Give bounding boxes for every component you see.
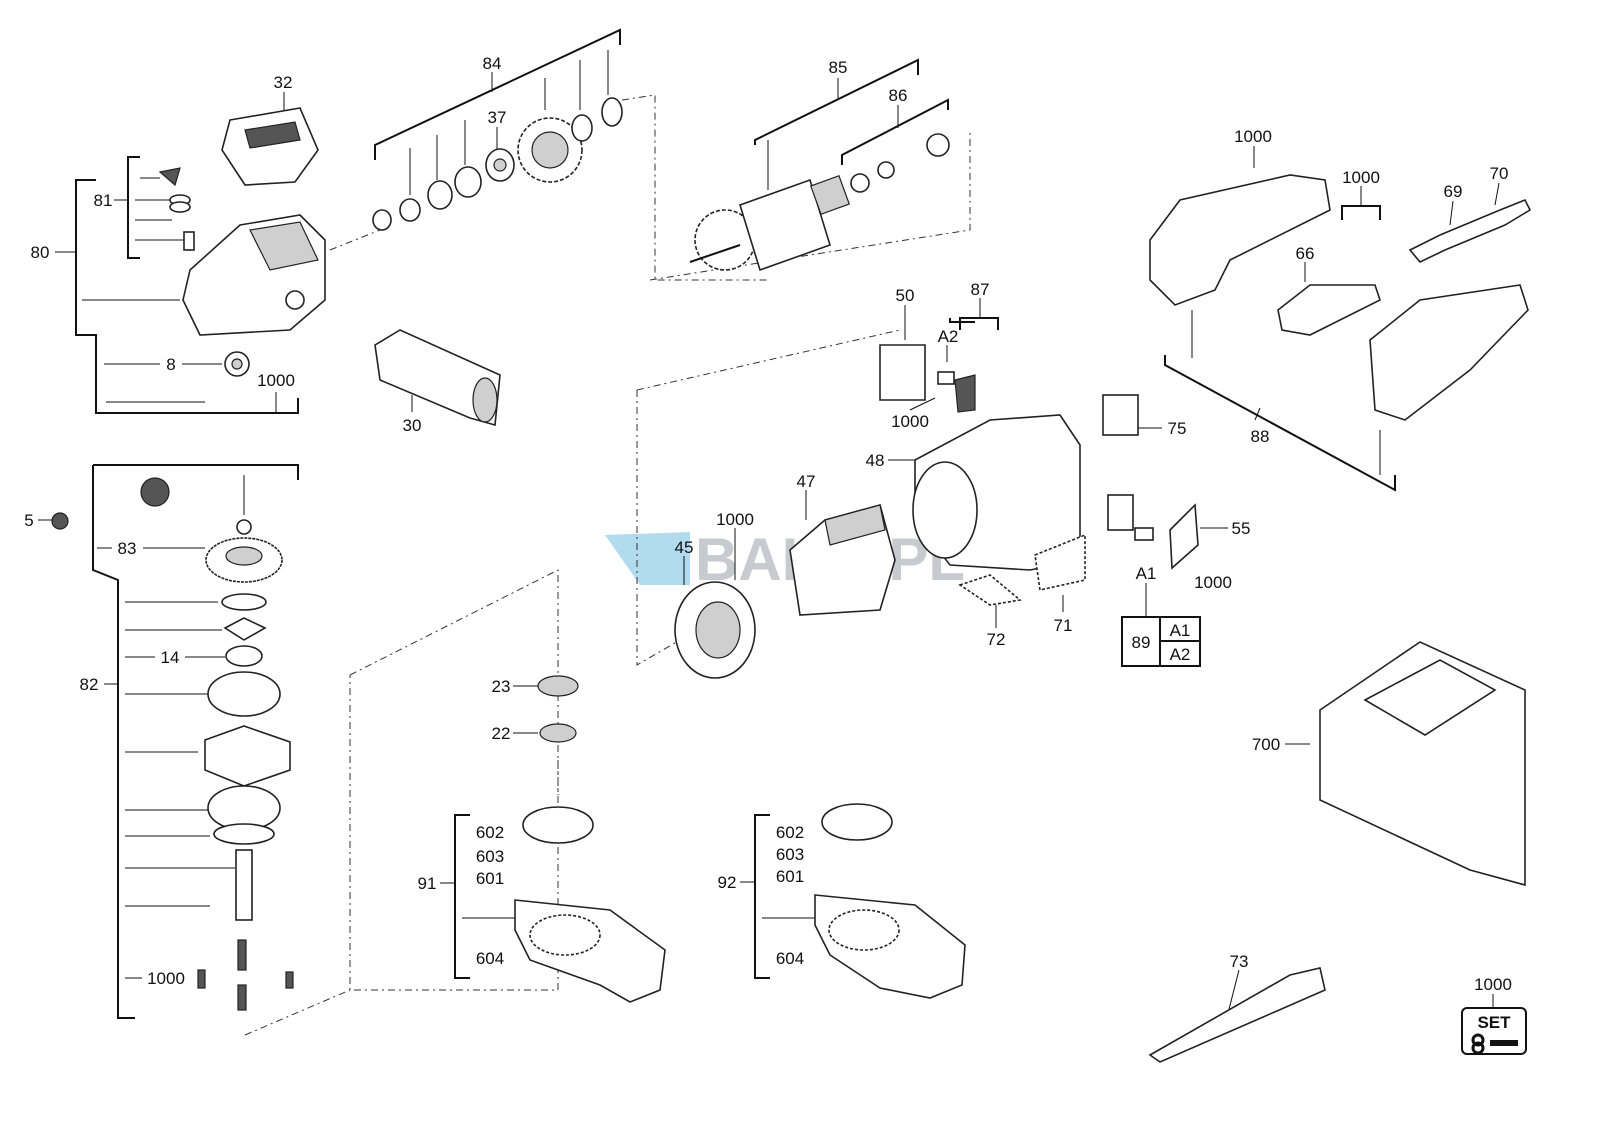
part-side-handle xyxy=(374,329,501,427)
part-guard-92 xyxy=(814,803,966,999)
callout-label: 1000 xyxy=(1474,975,1512,994)
part-motor-housing xyxy=(912,414,1081,571)
part-labels-71-72 xyxy=(958,533,1086,606)
callout-label: 87 xyxy=(971,280,990,299)
part-guard-91 xyxy=(514,806,666,1003)
part-rear-handle xyxy=(1149,174,1529,421)
callout-label: 1000 xyxy=(1194,573,1232,592)
callout-label: 45 xyxy=(675,538,694,557)
callout-label: 1000 xyxy=(1342,168,1380,187)
part-bearing-8 xyxy=(224,351,250,377)
callout-label: 84 xyxy=(483,54,502,73)
part-armature xyxy=(689,133,950,272)
watermark-logo: BAKO.PL xyxy=(605,526,965,593)
part-stator xyxy=(789,504,896,616)
callout-label: 88 xyxy=(1251,427,1270,446)
part-spindle-lock xyxy=(158,167,195,251)
callout-label: 601 xyxy=(776,867,804,886)
kit-item: A1 xyxy=(1170,621,1191,640)
callout-label: 604 xyxy=(476,949,504,968)
callout-label: 70 xyxy=(1490,164,1509,183)
part-carry-case xyxy=(1319,641,1526,887)
callout-label: 75 xyxy=(1168,419,1187,438)
kit-number: 89 xyxy=(1132,633,1151,652)
set-label: SET xyxy=(1477,1013,1511,1032)
callout-label: 603 xyxy=(476,847,504,866)
callout-label: 86 xyxy=(889,86,908,105)
part-switch xyxy=(1277,284,1381,336)
part-cable xyxy=(1408,198,1532,263)
assembly-lines xyxy=(244,94,971,1036)
callout-label: 601 xyxy=(476,869,504,888)
part-brush-holder xyxy=(879,344,976,413)
callout-label: 48 xyxy=(866,451,885,470)
brush-kit-box: 89 A1 A2 xyxy=(1121,616,1201,667)
callout-label: A2 xyxy=(938,327,959,346)
part-spindle-stack xyxy=(197,593,294,1011)
callout-label: 71 xyxy=(1054,616,1073,635)
callout-label: 55 xyxy=(1232,519,1251,538)
callout-label: 1000 xyxy=(891,412,929,431)
callout-label: 602 xyxy=(476,823,504,842)
kit-item: A2 xyxy=(1170,645,1191,664)
callout-label: 47 xyxy=(797,472,816,491)
callout-label: 5 xyxy=(24,511,33,530)
callout-label: 23 xyxy=(492,677,511,696)
callout-label: 30 xyxy=(403,416,422,435)
callout-brackets xyxy=(38,28,1500,1026)
callout-label: 602 xyxy=(776,823,804,842)
callout-label: 72 xyxy=(987,630,1006,649)
callout-label: 1000 xyxy=(1234,127,1272,146)
callout-label: 8 xyxy=(166,355,175,374)
part-electronics xyxy=(1102,394,1139,436)
callout-label: 92 xyxy=(718,873,737,892)
callout-label: 1000 xyxy=(257,371,295,390)
callout-label: 73 xyxy=(1230,952,1249,971)
callout-label: 603 xyxy=(776,845,804,864)
part-pinion xyxy=(140,477,170,507)
part-spanner xyxy=(1148,967,1326,1063)
callout-labels: 32 84 37 85 86 1000 1000 70 69 66 81 80 … xyxy=(24,54,1512,994)
callout-label: 700 xyxy=(1252,735,1280,754)
screw-set-badge: SET xyxy=(1461,1007,1527,1055)
callout-label: 14 xyxy=(161,648,180,667)
callout-label: 1000 xyxy=(716,510,754,529)
part-washers-84 xyxy=(372,97,623,231)
callout-label: 22 xyxy=(492,724,511,743)
part-gear-head-cover xyxy=(221,107,319,186)
callout-label: 85 xyxy=(829,58,848,77)
callout-label: 50 xyxy=(896,286,915,305)
callout-label: 1000 xyxy=(147,969,185,988)
callout-label: 604 xyxy=(776,949,804,968)
part-flanges xyxy=(537,675,579,743)
part-brush-cover-55 xyxy=(1107,494,1199,570)
part-bevel-gear xyxy=(205,519,283,583)
callout-label: 81 xyxy=(94,191,113,210)
callout-label: A1 xyxy=(1136,564,1157,583)
callout-label: 32 xyxy=(274,73,293,92)
callout-label: 66 xyxy=(1296,244,1315,263)
callout-label: 91 xyxy=(418,874,437,893)
callout-label: 80 xyxy=(31,243,50,262)
callout-label: 37 xyxy=(488,108,507,127)
part-nut-5 xyxy=(51,512,69,530)
part-air-guide xyxy=(674,581,756,679)
callout-label: 69 xyxy=(1444,182,1463,201)
screw-icon xyxy=(1490,1040,1518,1046)
callout-label: 83 xyxy=(118,539,137,558)
callout-label: 82 xyxy=(80,675,99,694)
part-gear-housing xyxy=(182,214,326,336)
